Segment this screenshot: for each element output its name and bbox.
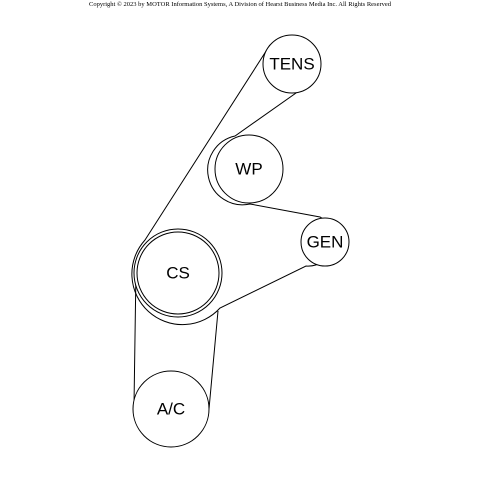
pulley-ac-circle [132,370,210,448]
pulley-wp: WP [214,134,284,204]
pulley-cs-inner-ring [136,231,220,315]
pulley-tens: TENS [262,34,322,94]
pulley-tens-label: TENS [269,55,314,74]
pulley-wp-label: WP [235,160,262,179]
pulley-ac: A/C [132,370,210,448]
pulley-cs-circle [133,228,223,318]
pulley-ac-label: A/C [157,400,185,419]
pulley-gen-circle [300,217,350,267]
copyright-notice: Copyright © 2023 by MOTOR Information Sy… [89,1,391,8]
pulley-wp-circle [214,134,284,204]
pulley-tens-circle [262,34,322,94]
pulley-cs: CS [133,228,223,318]
pulley-gen: GEN [300,217,350,267]
ac-belt [133,268,219,410]
pulley-gen-label: GEN [307,233,344,252]
pulley-cs-label: CS [166,264,190,283]
